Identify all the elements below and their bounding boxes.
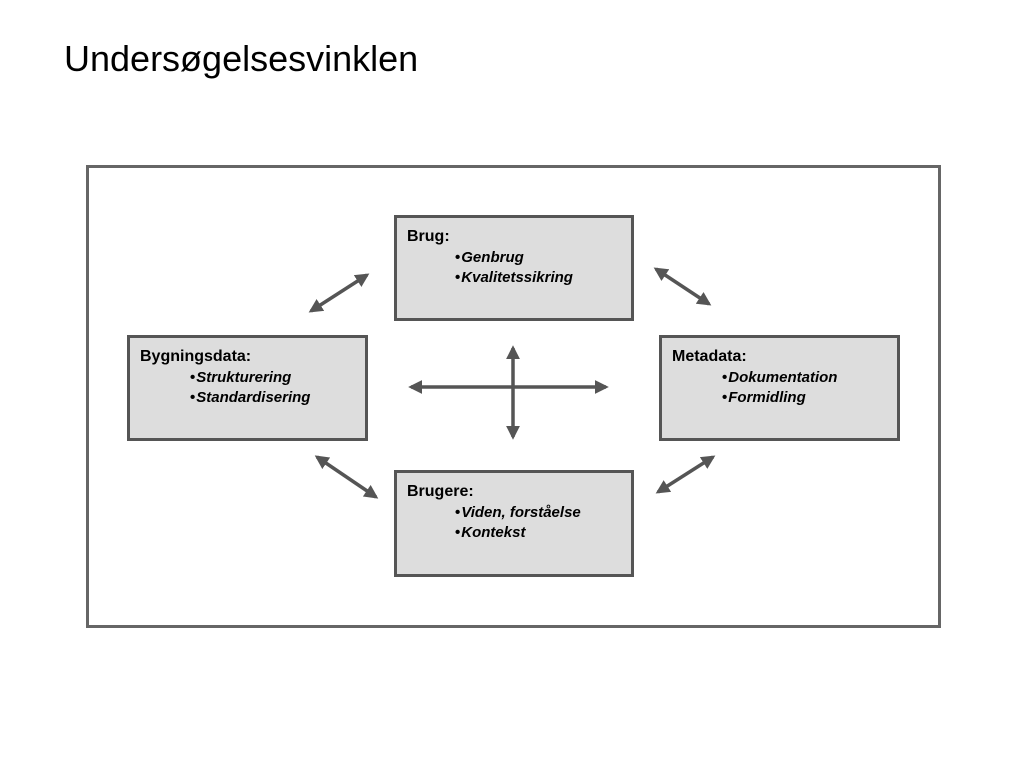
node-brug: Brug: Genbrug Kvalitetssikring: [394, 215, 634, 321]
arrow-brug-metadata: [653, 267, 712, 306]
arrow-brugere-metadata: [655, 455, 716, 494]
node-brugere-list: Viden, forståelse Kontekst: [407, 503, 631, 543]
node-brugere: Brugere: Viden, forståelse Kontekst: [394, 470, 634, 577]
node-metadata-list: Dokumentation Formidling: [672, 368, 897, 408]
node-metadata-item: Dokumentation: [722, 368, 897, 388]
node-bygningsdata-title: Bygningsdata:: [140, 348, 252, 365]
node-metadata: Metadata: Dokumentation Formidling: [659, 335, 900, 441]
node-brug-list: Genbrug Kvalitetssikring: [407, 248, 631, 288]
node-brug-item: Genbrug: [455, 248, 631, 268]
node-metadata-title: Metadata:: [672, 348, 747, 365]
node-bygningsdata: Bygningsdata: Strukturering Standardiser…: [127, 335, 368, 441]
node-bygningsdata-list: Strukturering Standardisering: [140, 368, 365, 408]
slide-title: Undersøgelsesvinklen: [64, 38, 419, 79]
arrow-bygningsdata-brugere: [314, 455, 379, 499]
diagram-frame: [86, 165, 941, 628]
node-brugere-item: Viden, forståelse: [455, 503, 631, 523]
node-metadata-item: Formidling: [722, 388, 897, 408]
node-bygningsdata-item: Strukturering: [190, 368, 365, 388]
arrow-bygningsdata-brug: [308, 273, 370, 313]
node-brugere-item: Kontekst: [455, 523, 631, 543]
node-brug-item: Kvalitetssikring: [455, 268, 631, 288]
node-brug-title: Brug:: [407, 228, 450, 245]
node-bygningsdata-item: Standardisering: [190, 388, 365, 408]
node-brugere-title: Brugere:: [407, 483, 474, 500]
